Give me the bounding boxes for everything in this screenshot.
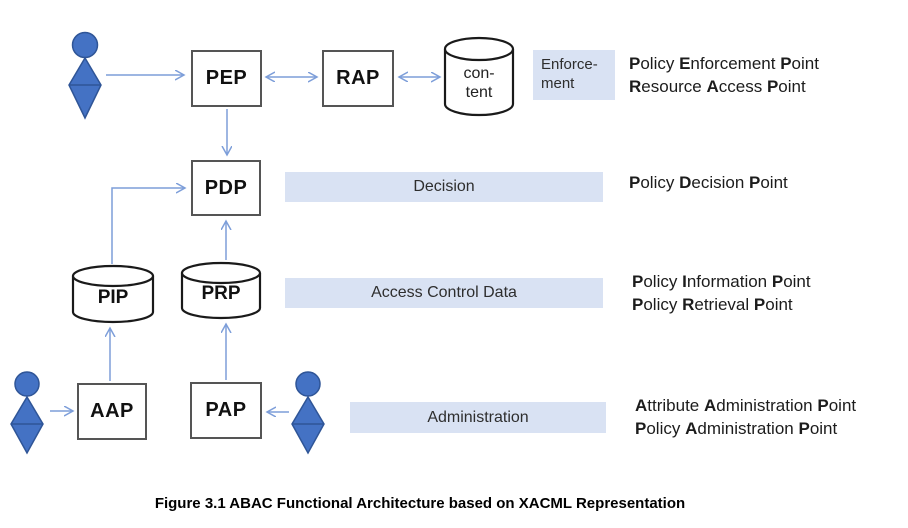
pap-box: PAP [190,382,262,439]
decision-layer-band: Decision [285,172,603,202]
pdp-box: PDP [191,160,261,216]
access-control-data-layer-band: Access Control Data [285,278,603,308]
legend-decision: Policy Decision Point [629,171,788,194]
legend-line-policy-administration-point: Policy Administration Point [635,419,838,438]
person-actor-icon-policy-admin [291,371,325,455]
database-cylinder-icon-prp [180,261,262,320]
legend-access-control: Policy Information Point Policy Retrieva… [632,270,811,316]
legend-line-policy-retrieval-point: Policy Retrieval Point [632,295,793,314]
legend-enforcement: Policy Enforcement Point Resource Access… [629,52,819,98]
arrow-pip-to-pdp-elbow [111,188,185,264]
legend-line-policy-information-point: Policy Information Point [632,272,811,291]
legend-line-policy-decision-point: Policy Decision Point [629,173,788,192]
prp-cylinder-label: PRP [201,283,241,304]
rap-box: RAP [322,50,394,107]
aap-box: AAP [77,383,147,440]
legend-line-policy-enforcement-point: Policy Enforcement Point [629,54,819,73]
pep-box: PEP [191,50,262,107]
content-cylinder-label: con- tent [463,64,495,101]
pip-cylinder-label: PIP [97,286,129,308]
legend-administration: Attribute Administration Point Policy Ad… [635,394,856,440]
database-cylinder-icon-content [443,36,515,117]
figure-caption: Figure 3.1 ABAC Functional Architecture … [154,495,686,512]
person-actor-icon-requester [68,31,102,120]
person-actor-icon-attribute-admin [10,371,44,455]
enforcement-layer-band: Enforce- ment [533,50,615,100]
legend-line-attribute-administration-point: Attribute Administration Point [635,396,857,415]
administration-layer-band: Administration [350,402,606,433]
legend-line-resource-access-point: Resource Access Point [629,77,806,96]
database-cylinder-icon-pip [71,264,155,324]
